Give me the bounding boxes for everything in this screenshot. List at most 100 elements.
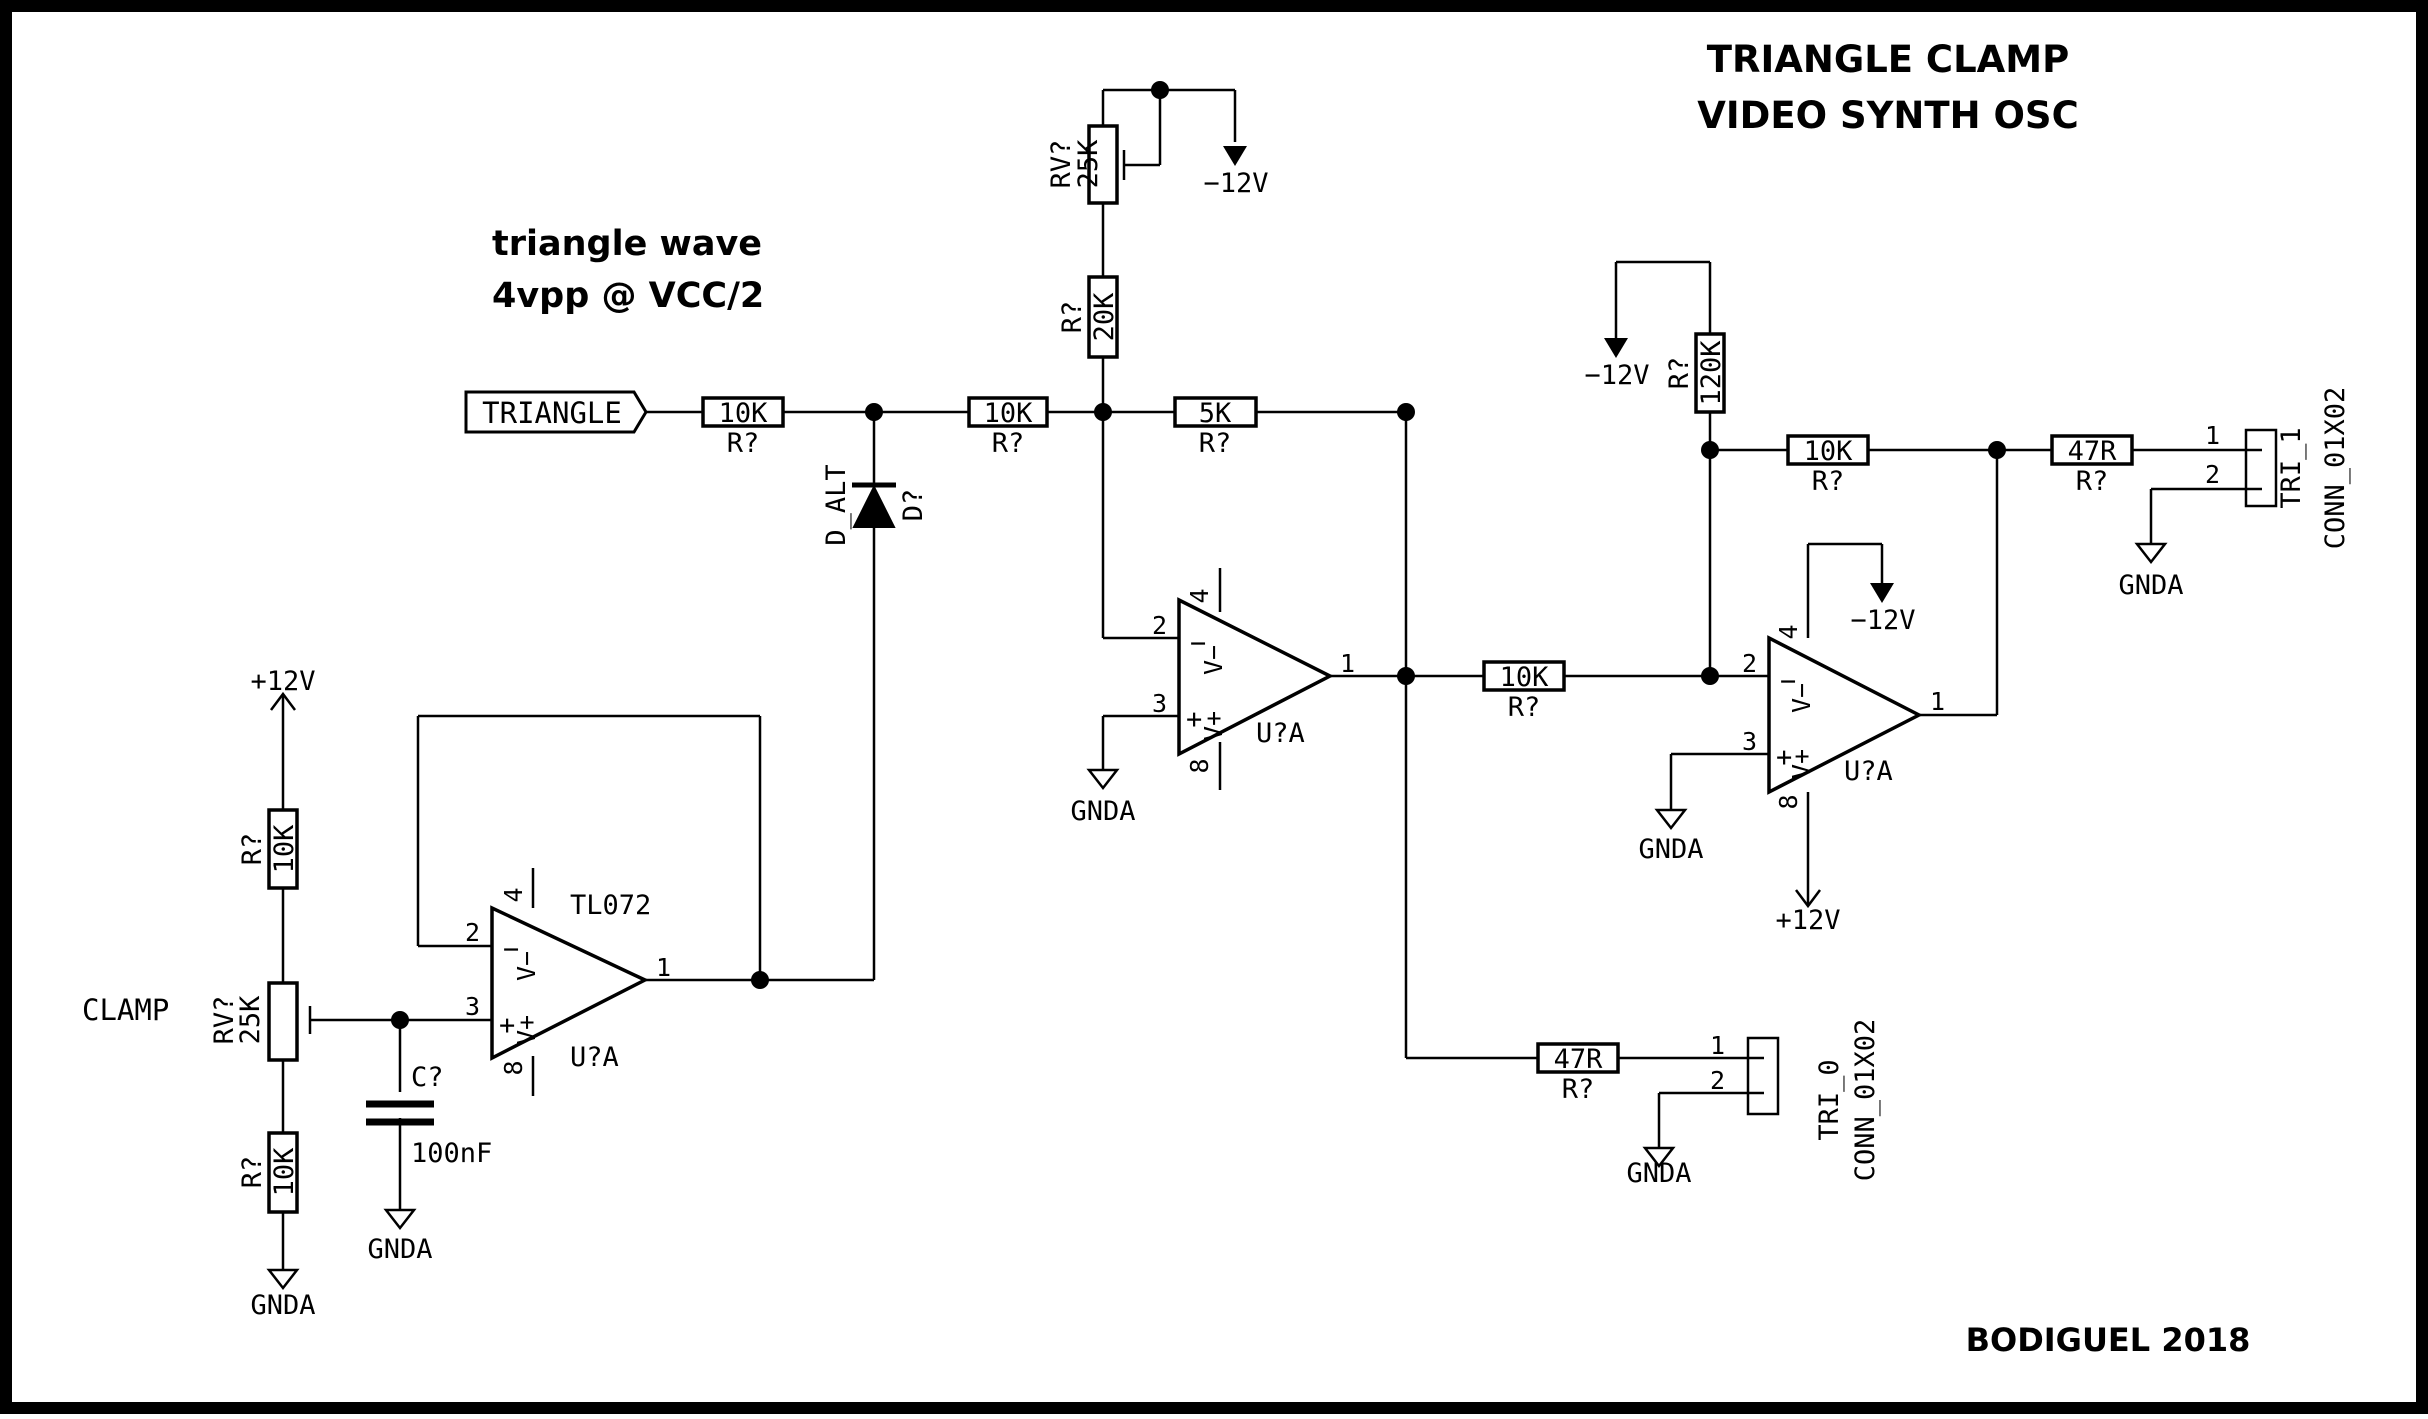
pot-value: 25K (235, 995, 266, 1045)
resistor-r-120k: 120K R? (1664, 332, 1727, 414)
resistor-value: 20K (1089, 292, 1120, 342)
capacitor-value: 100nF (411, 1138, 492, 1169)
note-line-1: triangle wave (492, 224, 762, 264)
connector-ref: TRI_0 (1814, 1059, 1845, 1140)
title-line-1: TRIANGLE CLAMP (1707, 38, 2070, 81)
connector-ref: TRI_1 (2276, 427, 2307, 508)
svg-text:8: 8 (499, 1060, 528, 1075)
svg-text:−: − (503, 934, 519, 965)
connector-value: CONN_01X02 (1850, 1019, 1881, 1182)
svg-text:GNDA: GNDA (1638, 834, 1703, 865)
credit-text: BODIGUEL 2018 (1966, 1321, 2251, 1359)
resistor-value: 10K (269, 824, 300, 874)
svg-text:V+: V+ (1787, 749, 1816, 779)
svg-text:−12V: −12V (1584, 360, 1649, 391)
pot-ref: RV? (1046, 140, 1077, 189)
power-neg12-right: −12V (1850, 583, 1916, 636)
svg-text:−: − (1190, 628, 1206, 659)
svg-text:2: 2 (465, 918, 480, 947)
svg-text:2: 2 (1742, 649, 1757, 678)
svg-text:GNDA: GNDA (1626, 1158, 1691, 1189)
svg-text:4: 4 (1774, 624, 1803, 639)
svg-text:3: 3 (1152, 689, 1167, 718)
resistor-value: 10K (984, 398, 1034, 429)
svg-text:GNDA: GNDA (250, 1290, 315, 1321)
svg-text:2: 2 (2205, 460, 2220, 489)
svg-text:4: 4 (499, 887, 528, 902)
svg-text:1: 1 (1930, 687, 1945, 716)
diode-d-alt: D_ALT D? (821, 464, 929, 545)
opamp-part: TL072 (570, 890, 651, 921)
capacitor-c: C? 100nF (366, 1062, 492, 1169)
resistor-value: 47R (2068, 436, 2118, 467)
svg-text:+: + (1186, 704, 1202, 735)
resistor-ref: R? (1057, 301, 1088, 334)
pot-value: 25K (1073, 139, 1104, 189)
resistor-ref: R? (1508, 692, 1541, 723)
opamp-u-clamp: − + V− V+ 2 3 1 4 8 TL072 U?A (465, 887, 671, 1075)
svg-text:8: 8 (1185, 758, 1214, 773)
resistor-ref: R? (237, 1156, 268, 1189)
svg-text:1: 1 (1340, 649, 1355, 678)
resistor-ref: R? (1812, 466, 1845, 497)
opamp-u-mid: − + V− V+ 2 3 1 4 8 U?A (1152, 588, 1355, 773)
resistor-r-div-bot: 10K R? (237, 1131, 300, 1214)
diode-ref: D? (898, 489, 929, 522)
clamp-label: CLAMP (82, 993, 169, 1027)
resistor-value: 47R (1554, 1044, 1604, 1075)
resistor-r-stage2: 10K R? (1482, 660, 1566, 723)
power-neg12-left: −12V (1584, 338, 1650, 391)
note-line-2: 4vpp @ VCC/2 (492, 276, 764, 316)
resistor-ref: R? (1199, 428, 1232, 459)
wires (281, 88, 2246, 1270)
svg-text:V+: V+ (512, 1015, 541, 1045)
svg-text:GNDA: GNDA (1070, 796, 1135, 827)
diode-value: D_ALT (821, 464, 852, 545)
resistor-ref: R? (727, 428, 760, 459)
resistor-r-fb2: 10K R? (1786, 434, 1870, 497)
opamp-ref: U?A (1256, 718, 1305, 749)
svg-text:1: 1 (1710, 1031, 1725, 1060)
gnda-tri0: GNDA (1626, 1146, 1692, 1189)
svg-text:−: − (1780, 666, 1796, 697)
connector-tri-1: 1 2 TRI_1 CONN_01X02 (2205, 387, 2351, 550)
opamp-ref: U?A (1844, 756, 1893, 787)
resistor-ref: R? (2076, 466, 2109, 497)
title-line-2: VIDEO SYNTH OSC (1697, 94, 2078, 137)
potentiometer-rv-clamp: RV? 25K (209, 981, 299, 1062)
svg-text:3: 3 (1742, 727, 1757, 756)
resistor-ref: R? (1664, 357, 1695, 390)
power-neg12-top: −12V (1203, 146, 1269, 199)
svg-text:+: + (1776, 742, 1792, 773)
gnda-mid: GNDA (1070, 768, 1136, 827)
triangle-input-label: TRIANGLE (464, 390, 648, 434)
pot-ref: RV? (209, 996, 240, 1045)
svg-text:−12V: −12V (1203, 168, 1268, 199)
svg-text:3: 3 (465, 992, 480, 1021)
resistor-ref: R? (237, 833, 268, 866)
svg-text:+12V: +12V (1775, 905, 1840, 936)
resistor-r-div-top: 10K R? (237, 808, 300, 890)
svg-text:V−: V− (1787, 683, 1816, 713)
power-pos12-right: +12V (1775, 888, 1841, 936)
resistor-r-in: 10K R? (701, 396, 785, 459)
connector-tri-0: 1 2 TRI_0 CONN_01X02 (1710, 1019, 1881, 1182)
svg-text:−12V: −12V (1850, 605, 1915, 636)
resistor-ref: R? (1562, 1074, 1595, 1105)
resistor-value: 10K (269, 1147, 300, 1197)
gnda-cap: GNDA (367, 1208, 433, 1265)
resistor-r-out1: 47R R? (2050, 434, 2134, 497)
svg-text:GNDA: GNDA (2118, 570, 2183, 601)
svg-text:+12V: +12V (250, 666, 315, 697)
resistor-r-5k: 5K R? (1173, 396, 1258, 459)
svg-text:TRIANGLE: TRIANGLE (482, 396, 622, 430)
resistor-value: 10K (1804, 436, 1854, 467)
svg-text:1: 1 (2205, 421, 2220, 450)
resistor-ref: R? (992, 428, 1025, 459)
resistor-value: 10K (1500, 662, 1550, 693)
svg-text:GNDA: GNDA (367, 1234, 432, 1265)
gnda-divider: GNDA (250, 1268, 316, 1321)
resistor-value: 5K (1199, 398, 1232, 429)
